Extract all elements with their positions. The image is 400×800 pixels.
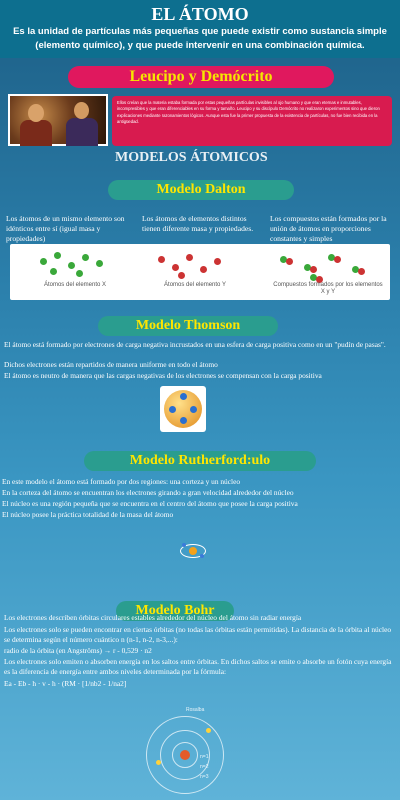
bohr-diagram-label: Rosalba bbox=[186, 707, 205, 713]
header-banner bbox=[0, 0, 400, 58]
rutherford-atom-image bbox=[180, 540, 206, 562]
bohr-line-1: Los electrones describen órbitas circula… bbox=[4, 613, 302, 622]
page-subtitle: Es la unidad de partículas más pequeñas … bbox=[13, 26, 387, 51]
thomson-title: Modelo Thomson bbox=[98, 316, 278, 336]
bohr-n3-label: n=3 bbox=[200, 774, 209, 780]
rutherford-line-3: El núcleo es una región pequeña que se e… bbox=[2, 499, 298, 508]
bohr-atom-diagram: Rosalba n=1 n=2 n=3 bbox=[140, 706, 230, 794]
page-title: EL ÁTOMO bbox=[151, 4, 249, 24]
bohr-n1-label: n=1 bbox=[200, 754, 209, 760]
bohr-line-2: Los electrones solo se pueden encontrar … bbox=[4, 625, 392, 644]
rutherford-title: Modelo Rutherford:ulo bbox=[84, 451, 316, 471]
bohr-line-4: Los electrones solo emiten o absorben en… bbox=[4, 657, 392, 676]
bohr-line-3: radio de la órbita (en Angströms) → r - … bbox=[4, 646, 152, 655]
thomson-line-3: El átomo es neutro de manera que las car… bbox=[4, 371, 322, 380]
rutherford-line-2: En la corteza del átomo se encuentran lo… bbox=[2, 488, 294, 497]
bohr-line-5: Ea - Eb - h · v - h · (RM · [1/nb2 - 1/n… bbox=[4, 679, 127, 688]
rutherford-line-4: El núcleo posee la práctica totalidad de… bbox=[2, 510, 174, 519]
rutherford-line-1: En este modelo el átomo está formado por… bbox=[2, 477, 241, 486]
dalton-caption-3: Compuestos formados por los elementos X … bbox=[273, 282, 383, 295]
dalton-col-2: Los átomos de elementos distintos tienen… bbox=[142, 214, 254, 233]
bohr-n2-label: n=2 bbox=[200, 764, 209, 770]
dalton-title: Modelo Dalton bbox=[108, 180, 294, 200]
thomson-line-1: El átomo está formado por electrones de … bbox=[4, 340, 386, 349]
thomson-line-2: Dichos electrones están repartidos de ma… bbox=[4, 360, 218, 369]
dalton-col-3: Los compuestos están formados por la uni… bbox=[270, 214, 387, 243]
dalton-col-1: Los átomos de un mismo elemento son idén… bbox=[6, 214, 125, 243]
leucipo-title: Leucipo y Demócrito bbox=[68, 66, 334, 88]
dalton-diagram: Átomos del elemento X Átomos del element… bbox=[10, 244, 390, 300]
leucipo-text: Ellos creían que la materia estaba forma… bbox=[112, 96, 392, 146]
dalton-caption-1: Átomos del elemento X bbox=[43, 282, 107, 288]
dalton-caption-2: Átomos del elemento Y bbox=[164, 282, 226, 288]
modelos-heading: MODELOS ÁTOMICOS bbox=[115, 150, 268, 165]
philosophers-image bbox=[8, 94, 108, 146]
bohr-title: Modelo Bohr bbox=[116, 601, 234, 621]
thomson-atom-image bbox=[160, 386, 206, 432]
